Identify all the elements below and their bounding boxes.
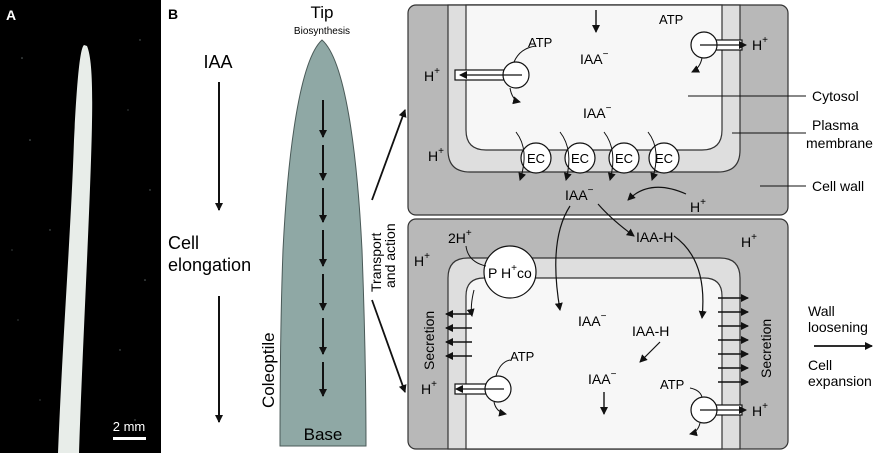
iaa-apoplast: IAA−: [565, 185, 594, 203]
carrier-label: EC: [655, 151, 673, 166]
cell-outcome-label: Cell: [808, 357, 832, 373]
atpase-pump-bottom-right: [689, 387, 747, 437]
iaa-diffusion-arrow: [554, 205, 571, 311]
h-apoplast: H+: [690, 197, 706, 215]
and-action-label: and action: [382, 223, 398, 288]
scale-bar-label: 2 mm: [113, 419, 146, 434]
efflux-carrier: [608, 142, 640, 174]
panel-b-letter: B: [168, 6, 178, 22]
panel-a-letter: A: [6, 7, 16, 23]
tip-label: Tip: [311, 3, 334, 22]
symporter-label: P H+co: [488, 263, 532, 281]
wall-label: Wall: [808, 303, 835, 319]
h-bottom-left: H+: [421, 379, 437, 397]
iaa-bottom-center: IAA−: [578, 311, 607, 329]
h-membrane: H+: [428, 146, 444, 164]
atp-bottom-left: ATP: [510, 349, 534, 364]
carrier-label: EC: [615, 151, 633, 166]
efflux-carrier: [648, 142, 680, 174]
iaa-mid: IAA−: [583, 103, 612, 121]
h-top-left: H+: [424, 66, 440, 84]
panel-b: B IAA Cell elongation Tip Biosynthesis C…: [168, 3, 407, 447]
atp-top-left: ATP: [528, 35, 552, 50]
efflux-carrier: [520, 142, 552, 174]
dissociation-arrow: [639, 341, 661, 363]
atpase-pump-top-right: [690, 31, 747, 73]
top-cell-cytosol: [465, 4, 723, 151]
coleoptile-label: Coleoptile: [259, 332, 278, 408]
secretion-arrows-left: [445, 310, 472, 360]
iaa-h-entry-arrow: [673, 235, 707, 319]
carrier-label: EC: [571, 151, 589, 166]
transport-arrow-up: [371, 109, 407, 201]
two-h: 2H+: [448, 228, 472, 246]
plasma-label: Plasma: [812, 117, 859, 133]
transport-label: Transport: [368, 232, 384, 292]
loosening-label: loosening: [808, 319, 868, 335]
biosynthesis-label: Biosynthesis: [294, 26, 350, 37]
iaa-h-apoplast: IAA-H: [636, 229, 673, 245]
elongation-label: elongation: [168, 255, 251, 275]
membrane-label: membrane: [806, 135, 873, 151]
outcome: Wall loosening Cell expansion: [808, 303, 873, 389]
cell-diagram: IAA− ATP H+ ATP H+ IAA− H+: [407, 4, 873, 450]
coleoptile-photo: [58, 45, 93, 453]
atpase-pump-top-left: [454, 45, 537, 105]
iaa-top: IAA−: [580, 49, 609, 67]
transport-arrow-down: [371, 299, 407, 393]
atp-bottom-right: ATP: [660, 377, 684, 392]
protonation-arrow: [627, 186, 687, 201]
cell-wall-label: Cell wall: [812, 178, 864, 194]
carrier-label: EC: [527, 151, 545, 166]
cell-part-labels: Cytosol Plasma membrane Cell wall: [688, 88, 873, 194]
efflux-carriers: EC EC EC EC: [515, 131, 680, 181]
bottom-cell-cytosol: [465, 277, 723, 450]
cell-label: Cell: [168, 233, 199, 253]
photo-speckles: [11, 39, 151, 421]
apoplast-zone: IAA− H+ IAA-H: [554, 185, 707, 319]
iaa-h-inner: IAA-H: [632, 323, 669, 339]
cytosol-label: Cytosol: [812, 88, 859, 104]
top-cell-contents: IAA− ATP H+ ATP H+ IAA− H+: [424, 10, 768, 181]
bottom-cell-contents: H+ H+ 2H+ P H+co IAA− IAA-H IAA− Secreti…: [414, 228, 774, 437]
h-top-right: H+: [752, 35, 768, 53]
iaa-to-iaah-arrow: [597, 203, 635, 237]
symporter: P H+co: [465, 245, 537, 317]
expansion-label: expansion: [808, 373, 872, 389]
h-bottom-right: H+: [752, 401, 768, 419]
secretion-left: Secretion: [421, 311, 437, 370]
secretion-right: Secretion: [758, 319, 774, 378]
atp-top-right: ATP: [659, 12, 683, 27]
secretion-arrows-right: [718, 294, 749, 386]
iaa-label: IAA: [203, 52, 232, 72]
scale-bar: [113, 437, 146, 440]
h-bottom-left-top: H+: [414, 251, 430, 269]
base-label: Base: [304, 425, 343, 444]
h-bottom-right-top: H+: [741, 232, 757, 250]
panel-a: A 2 mm: [0, 0, 161, 453]
efflux-carrier: [564, 142, 596, 174]
atpase-pump-bottom-left: [454, 359, 512, 417]
iaa-bottom-lower: IAA−: [588, 369, 617, 387]
